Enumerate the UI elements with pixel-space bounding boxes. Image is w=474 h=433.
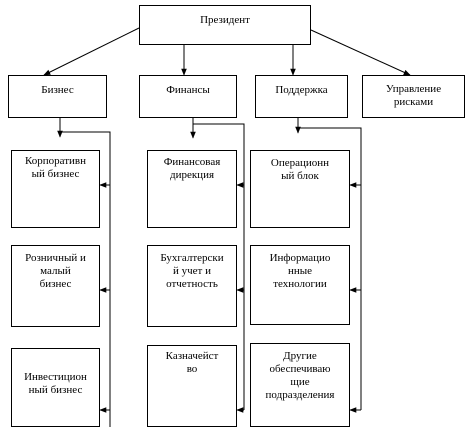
node-support-it: Информацио нные технологии — [250, 245, 350, 325]
node-president: Президент — [139, 5, 311, 45]
connector-president-business — [43, 27, 140, 76]
node-department-risk: Управление рисками — [362, 75, 465, 118]
node-business-investment: Инвестицион ный бизнес — [11, 348, 100, 427]
node-finance-treasury: Казначейст во — [147, 345, 237, 427]
node-finance-accounting: Бухгалтерски й учет и отчетность — [147, 245, 237, 327]
node-finance-directorate: Финансовая дирекция — [147, 150, 237, 228]
node-department-finance: Финансы — [139, 75, 237, 118]
node-support-other: Другие обеспечиваю щие подразделения — [250, 343, 350, 427]
node-business-corporate: Корпоративн ый бизнес — [11, 150, 100, 228]
connector-finance-bus — [192, 118, 245, 410]
node-department-support: Поддержка — [255, 75, 348, 118]
node-business-retail: Розничный и малый бизнес — [11, 245, 100, 327]
node-department-business: Бизнес — [8, 75, 107, 118]
node-support-operations: Операционн ый блок — [250, 150, 350, 228]
connector-president-risk — [310, 29, 411, 76]
